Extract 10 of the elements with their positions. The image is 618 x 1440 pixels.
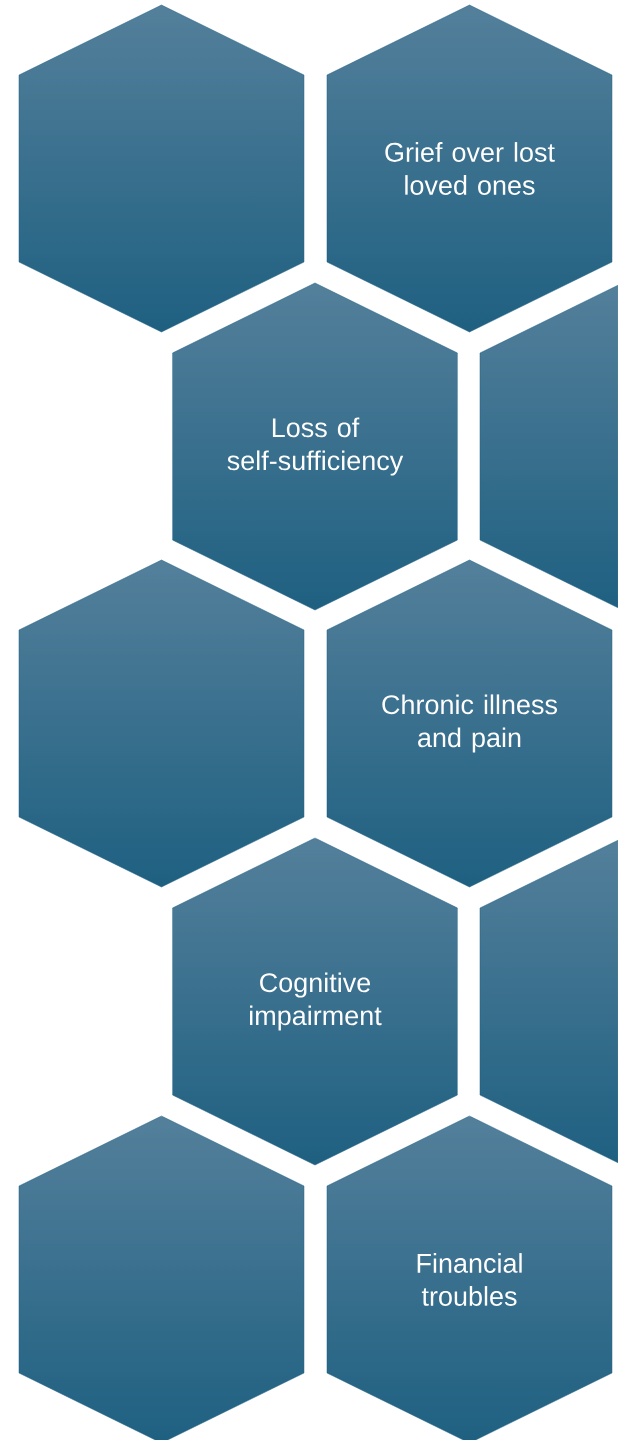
hexagon: Financial troubles <box>326 1115 613 1440</box>
hexagon <box>18 1115 305 1440</box>
hexagon <box>479 837 618 1166</box>
hexagon: Cognitive impairment <box>172 837 458 1166</box>
hexagon: Loss of self-sufficiency <box>172 282 458 611</box>
hexagon <box>18 4 305 333</box>
hexagon: Grief over lost loved ones <box>326 4 613 333</box>
hexagon <box>479 282 618 611</box>
hexagon: Chronic illness and pain <box>326 559 613 888</box>
hexagon <box>18 559 305 888</box>
